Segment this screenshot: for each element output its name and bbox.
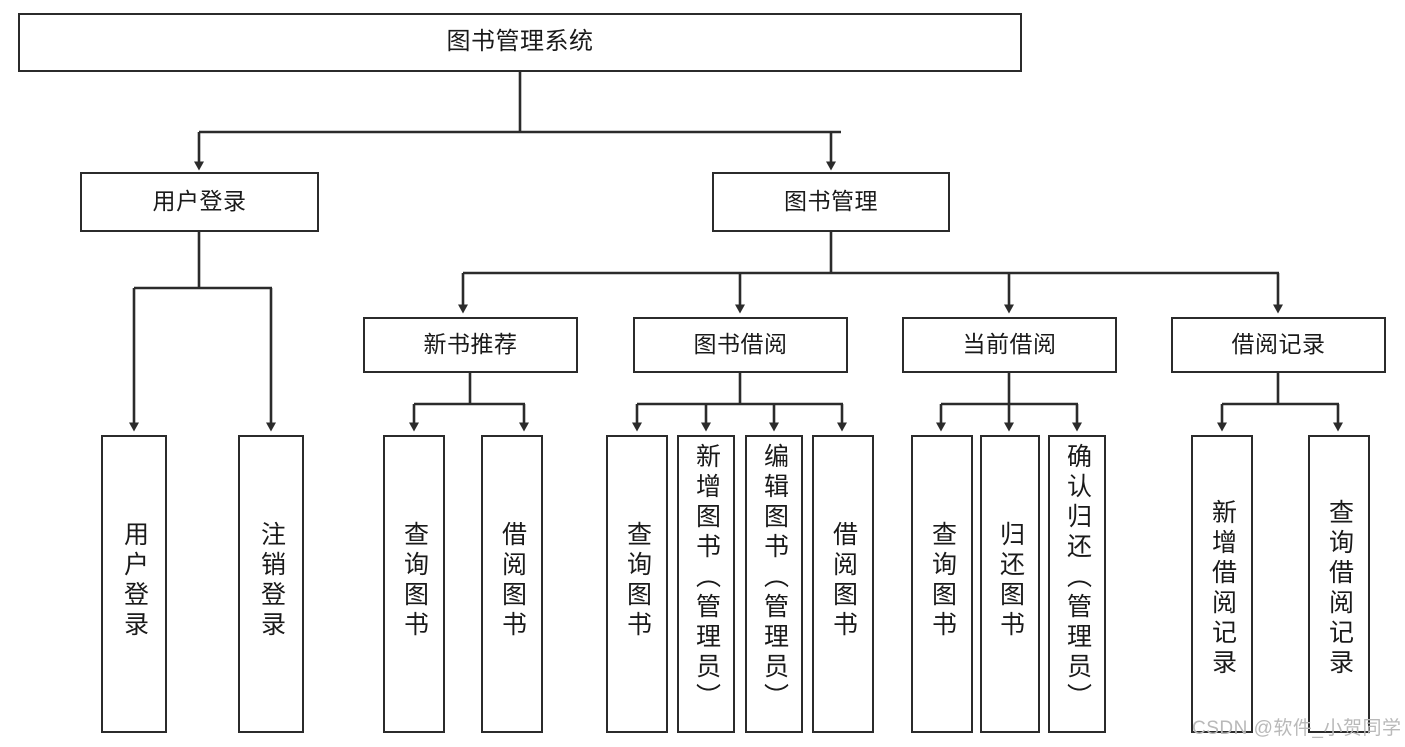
node-leaf-add-record[interactable]: 新增借阅记录 [1191, 435, 1253, 733]
node-leaf-query-book-1[interactable]: 查询图书 [383, 435, 445, 733]
node-leaf-user-login[interactable]: 用户登录 [101, 435, 167, 733]
node-leaf-query-book-2-label: 查询图书 [623, 521, 652, 641]
node-root-label: 图书管理系统 [446, 28, 594, 56]
node-leaf-add-book-label: 新增图书（管理员） [692, 443, 721, 713]
node-book-borrow-label: 图书借阅 [693, 331, 788, 358]
node-book-borrow[interactable]: 图书借阅 [633, 317, 848, 373]
node-leaf-edit-book-label: 编辑图书（管理员） [760, 443, 789, 713]
node-current-borrow[interactable]: 当前借阅 [902, 317, 1117, 373]
node-new-book-recommend-label: 新书推荐 [423, 331, 518, 358]
node-leaf-query-book-3[interactable]: 查询图书 [911, 435, 973, 733]
node-leaf-query-book-3-label: 查询图书 [928, 521, 957, 641]
node-leaf-add-record-label: 新增借阅记录 [1208, 499, 1237, 679]
node-leaf-add-book[interactable]: 新增图书（管理员） [677, 435, 735, 733]
node-new-book-recommend[interactable]: 新书推荐 [363, 317, 578, 373]
node-leaf-return-book-label: 归还图书 [996, 521, 1025, 641]
node-book-management-label: 图书管理 [784, 188, 878, 215]
node-leaf-borrow-book-1-label: 借阅图书 [498, 521, 527, 641]
node-leaf-edit-book[interactable]: 编辑图书（管理员） [745, 435, 803, 733]
node-root[interactable]: 图书管理系统 [18, 13, 1022, 72]
node-leaf-confirm-return[interactable]: 确认归还（管理员） [1048, 435, 1106, 733]
node-leaf-user-login-label: 用户登录 [120, 521, 149, 641]
node-user-login-label: 用户登录 [152, 188, 247, 215]
node-leaf-confirm-return-label: 确认归还（管理员） [1063, 443, 1092, 713]
node-leaf-borrow-book-2-label: 借阅图书 [829, 521, 858, 641]
node-leaf-borrow-book-1[interactable]: 借阅图书 [481, 435, 543, 733]
node-leaf-query-record-label: 查询借阅记录 [1325, 499, 1354, 679]
node-leaf-logout-login-label: 注销登录 [257, 521, 286, 641]
node-leaf-borrow-book-2[interactable]: 借阅图书 [812, 435, 874, 733]
node-leaf-query-book-1-label: 查询图书 [400, 521, 429, 641]
node-borrow-record[interactable]: 借阅记录 [1171, 317, 1386, 373]
node-leaf-return-book[interactable]: 归还图书 [980, 435, 1040, 733]
node-current-borrow-label: 当前借阅 [962, 331, 1057, 358]
node-leaf-query-book-2[interactable]: 查询图书 [606, 435, 668, 733]
node-user-login[interactable]: 用户登录 [80, 172, 319, 232]
node-leaf-query-record[interactable]: 查询借阅记录 [1308, 435, 1370, 733]
node-borrow-record-label: 借阅记录 [1231, 331, 1326, 358]
node-book-management[interactable]: 图书管理 [712, 172, 950, 232]
node-leaf-logout-login[interactable]: 注销登录 [238, 435, 304, 733]
csdn-watermark: CSDN @软件_小贺同学 [1192, 718, 1402, 739]
